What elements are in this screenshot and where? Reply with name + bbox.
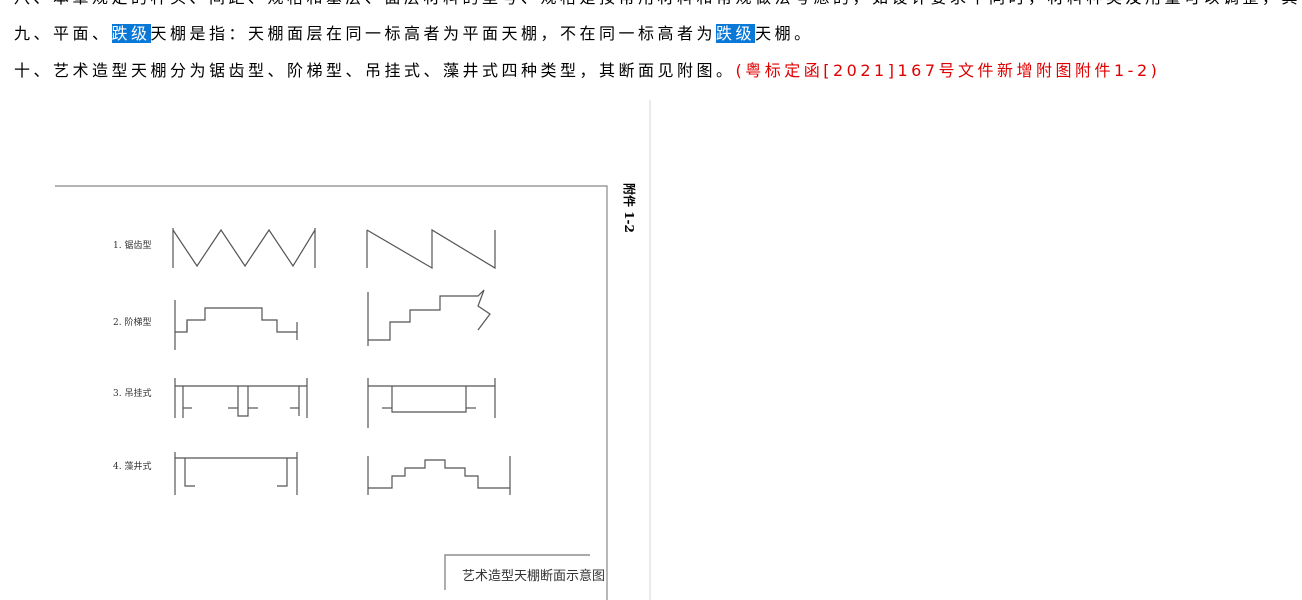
ceiling-section-figure: 1. 锯齿型 2. 阶梯型 3. 吊挂式 4. 藻井式 艺术造型天棚断面示意图 … [55,100,651,600]
row-label: 2. 阶梯型 [113,316,151,328]
text: 天棚是指：天棚面层在同一标高者为平面天棚，不在同一标高者为 [150,24,717,43]
attachment-label: 附件 1-2 [622,183,637,233]
search-highlight: 跌级 [716,24,756,43]
paragraph-10: 十、艺术造型天棚分为锯齿型、阶梯型、吊挂式、藻井式四种类型，其断面见附图。(粤标… [14,61,1160,81]
figure-caption: 艺术造型天棚断面示意图 [462,568,605,584]
search-highlight: 跌级 [111,24,151,43]
row-label: 1. 锯齿型 [113,239,151,251]
row-label: 4. 藻井式 [113,460,151,472]
text: 十、艺术造型天棚分为锯齿型、阶梯型、吊挂式、藻井式四种类型，其断面见附图。 [14,61,736,80]
text: 天棚。 [755,24,814,43]
paragraph-8: 八、本章规定的杆头、间距、规格和基层、面层材料的型号、规格是按常用材料和常规做法… [14,0,1302,8]
paragraph-9: 九、平面、跌级天棚是指：天棚面层在同一标高者为平面天棚，不在同一标高者为跌级天棚… [14,24,814,44]
text: 九、平面、 [14,24,112,43]
revision-note: (粤标定函[2021]167号文件新增附图附件1-2) [735,61,1161,80]
row-label: 3. 吊挂式 [113,387,151,399]
